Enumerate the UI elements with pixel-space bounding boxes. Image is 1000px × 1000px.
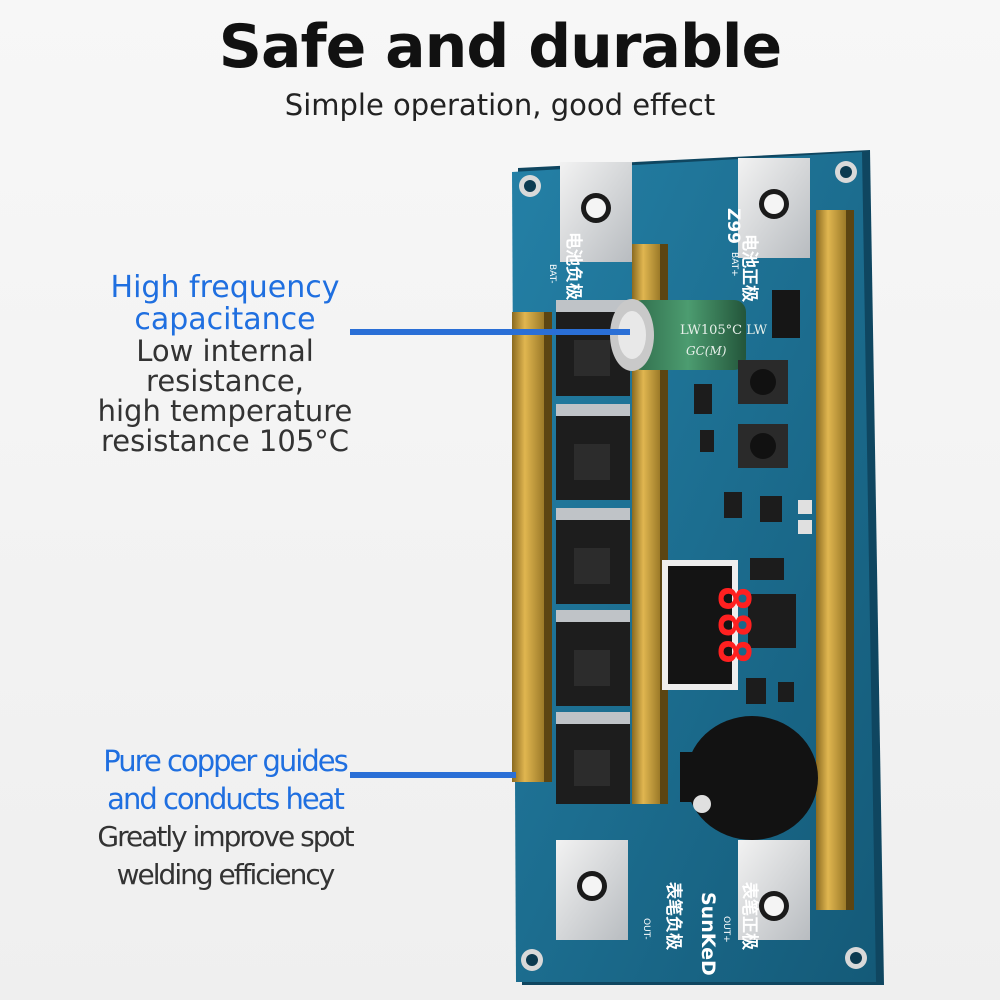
silkscreen: 电池负极 Z99 电池正极 表笔负极 SunKeD 表笔正极 BAT- BAT+… [547,208,760,976]
led-display: 888 [662,560,759,690]
mounting-holes [519,161,867,971]
bat-neg-label: 电池负极 [563,232,584,300]
capacitor-label: LW105°C LW [680,323,768,338]
out-pos-label: 表笔正极 [739,882,760,950]
callout-highlight: Pure copper guides and conducts heat [103,744,348,816]
callout-highlight: High frequency capacitance [110,270,340,337]
bat-pos-tag: BAT+ [729,252,739,277]
smd-components [694,384,812,704]
copper-pointer-line [350,772,516,778]
out-pos-tag: OUT+ [721,916,731,943]
model-label: Z99 [723,208,743,244]
out-neg-tag: OUT- [641,918,651,940]
led-digits: 888 [708,585,759,664]
bat-pos-label: 电池正极 [739,234,760,302]
page-title: Safe and durable [218,12,782,82]
mosfet-array [556,300,630,804]
callout-body: Greatly improve spot welding efficiency [97,820,354,891]
capacitor-pointer-line [350,329,630,335]
bat-neg-tag: BAT- [547,264,557,284]
out-neg-label: 表笔负极 [663,882,684,950]
callout-body: Low internal resistance, high temperatur… [97,334,353,458]
tactile-buttons [738,290,800,468]
buzzer [680,716,818,840]
copper-bars [512,210,854,910]
callout-copper: Pure copper guides and conducts heat Gre… [70,742,380,894]
terminal-plates [556,158,810,940]
page-subtitle: Simple operation, good effect [284,88,716,122]
callout-capacitance: High frequency capacitance Low internal … [70,270,380,458]
brand-label: SunKeD [697,892,719,976]
capacitor-label-2: GC(M) [686,344,727,358]
capacitor: LW105°C LW GC(M) [610,299,768,371]
